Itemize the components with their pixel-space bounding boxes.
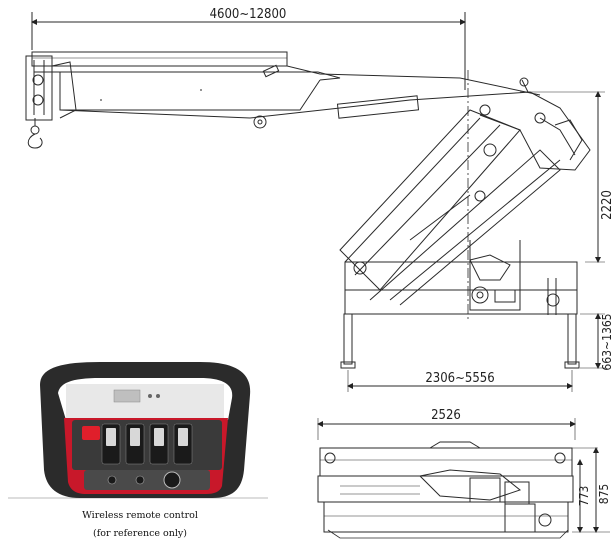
telescopic-boom [31,51,541,119]
height-dimension: 2220 [520,91,613,263]
reach-dimension: 4600~12800 [31,7,466,90]
crane-column-base [344,240,578,315]
plan-outline [317,441,574,539]
base-width-dimension: 2526 [317,408,576,440]
remote-caption-line2: (for reference only) [93,528,187,539]
plan-view: 2526 773 875 [317,408,611,539]
wireless-remote-control-image [8,362,268,499]
inner-boom-linkage [249,77,591,171]
rotary-knob-icon [163,471,181,489]
outrigger-height-dimension-label: 663~1365 [600,313,613,370]
base-width-dimension-label: 2526 [431,408,461,423]
outrigger-height-dimension: 663~1365 [580,313,613,371]
height-dimension-label: 2220 [600,190,613,220]
remote-caption-line1: Wireless remote control [82,510,198,521]
main-boom [339,109,561,306]
emergency-stop-button [82,426,100,440]
toggle-switches [101,423,193,465]
plan-depth-outer-label: 875 [597,484,611,505]
outrigger-span-dimension-label: 2306~5556 [425,371,494,386]
plan-depth-inner-label: 773 [577,486,591,507]
outrigger-span-dimension: 2306~5556 [347,370,573,392]
side-elevation-view: 4600~12800 [25,7,613,392]
plan-depth-dimensions: 773 875 [572,447,611,533]
boom-head-with-hook [25,55,77,149]
reach-dimension-label: 4600~12800 [210,7,287,22]
outrigger-legs [340,313,580,369]
